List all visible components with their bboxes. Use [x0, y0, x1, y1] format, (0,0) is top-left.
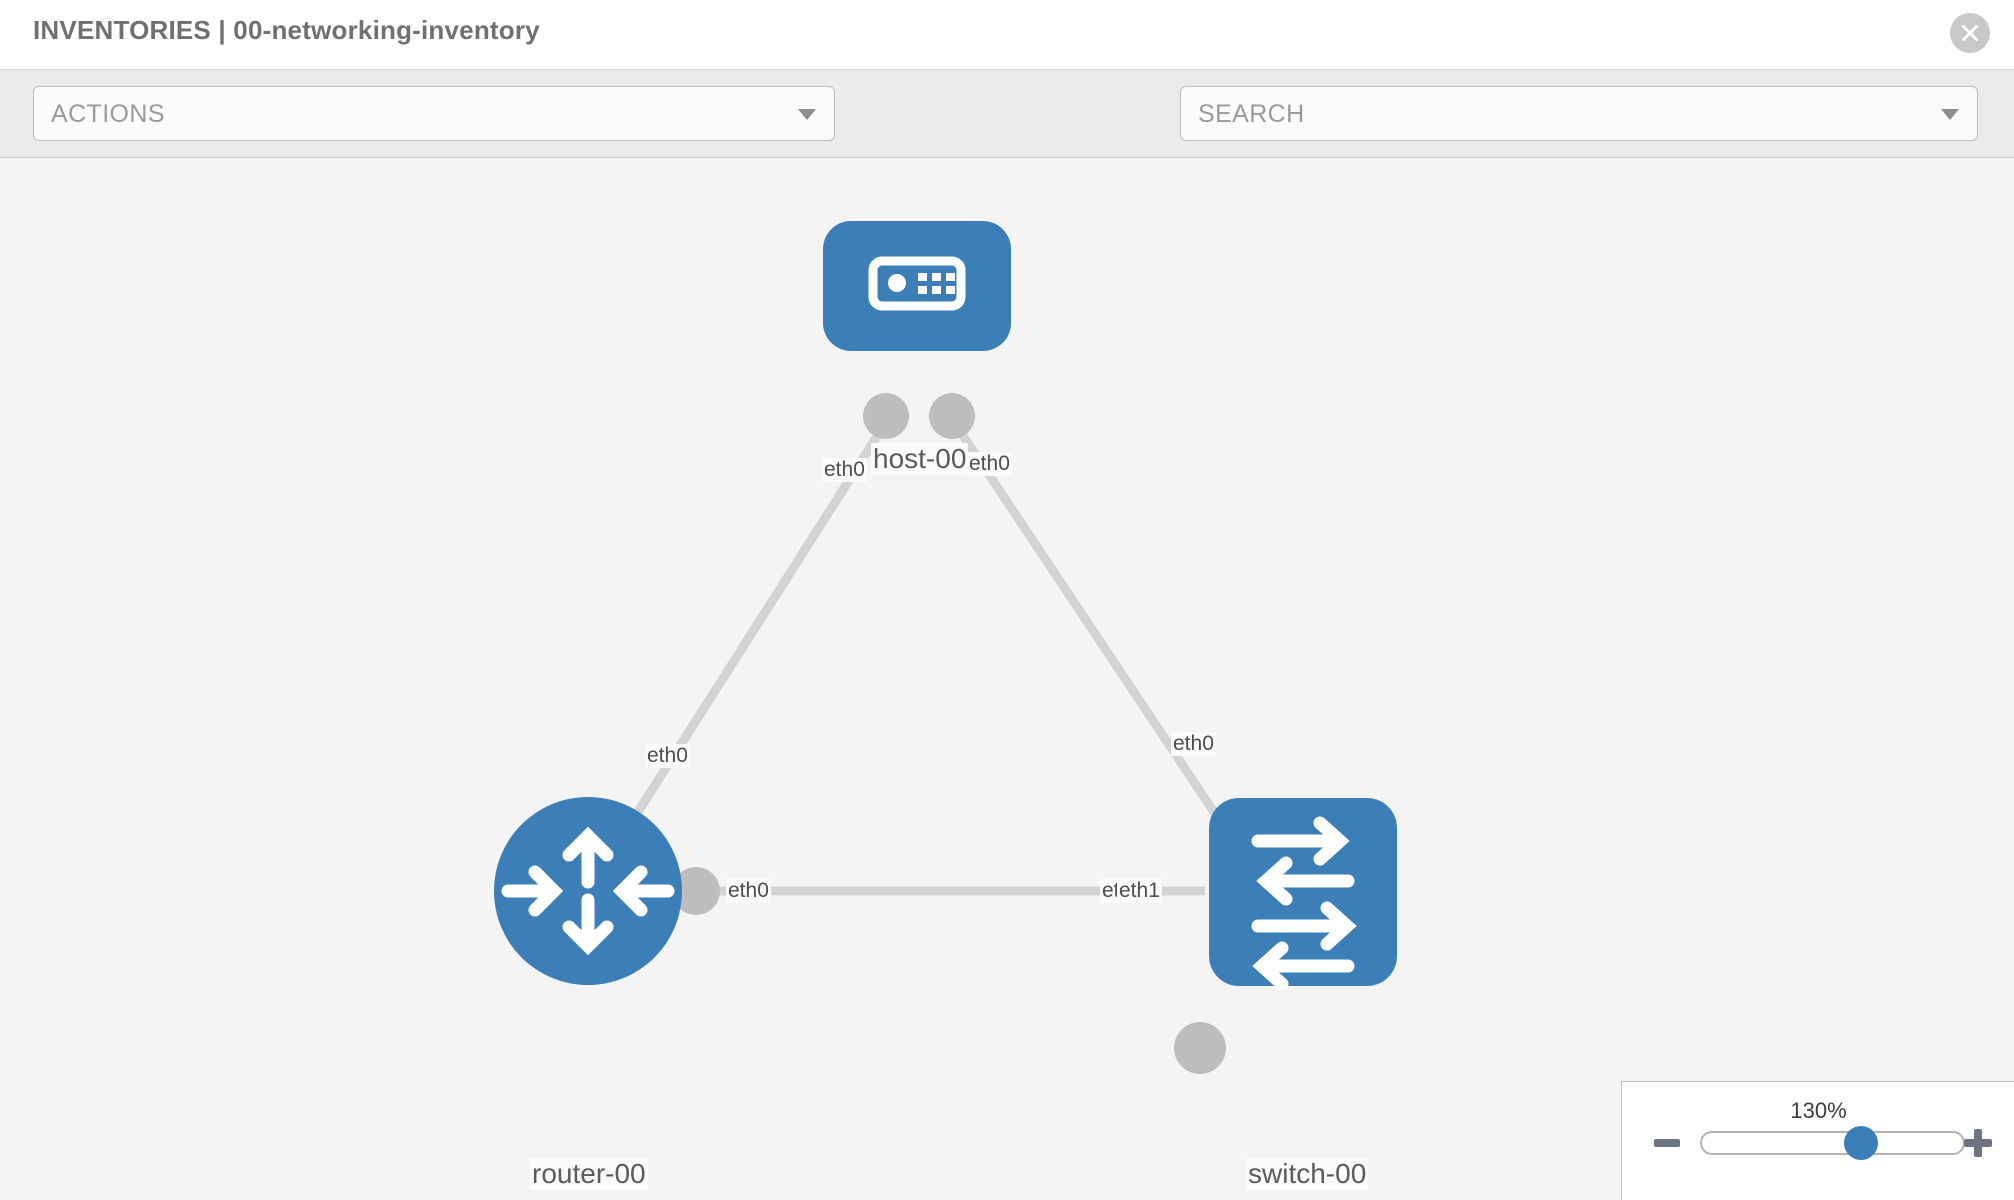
zoom-slider-track[interactable]: [1700, 1131, 1965, 1155]
node-label-switch-00[interactable]: switch-00: [1246, 1158, 1369, 1190]
zoom-out-button[interactable]: [1654, 1139, 1680, 1147]
zoom-slider-thumb[interactable]: [1844, 1126, 1878, 1160]
port-switch-left[interactable]: [1174, 1022, 1226, 1074]
iface-label-host-right: eth0: [967, 452, 1012, 476]
iface-label-router-up: eth0: [645, 744, 690, 768]
node-switch-00[interactable]: [1209, 798, 1397, 991]
switch-arrows-icon: [1251, 816, 1357, 991]
chevron-down-icon: [1941, 109, 1959, 120]
topology-graph: [494, 221, 1397, 1074]
chevron-down-icon: [798, 109, 816, 120]
node-label-host-00[interactable]: host-00: [871, 443, 969, 475]
node-label-router-00[interactable]: router-00: [530, 1158, 648, 1190]
actions-dropdown-label: ACTIONS: [51, 100, 165, 128]
close-icon[interactable]: [1950, 13, 1990, 53]
zoom-level-label: 130%: [1790, 1098, 1847, 1123]
port-host-right[interactable]: [929, 393, 975, 439]
actions-dropdown[interactable]: ACTIONS: [33, 86, 835, 141]
port-host-left[interactable]: [863, 393, 909, 439]
page-title: INVENTORIES | 00-networking-inventory: [33, 15, 540, 45]
zoom-in-button[interactable]: [1964, 1129, 1992, 1157]
topology-canvas[interactable]: host-00 router-00 switch-00 eth0 eth0 et…: [0, 158, 2014, 1200]
port-router-right[interactable]: [672, 867, 720, 915]
zoom-control-panel: 130%: [1621, 1081, 2014, 1200]
router-arrows-icon: [501, 826, 675, 956]
search-placeholder: SEARCH: [1198, 100, 1305, 128]
iface-label-switch-up: eth0: [1171, 732, 1216, 756]
server-icon: [868, 256, 966, 311]
node-host-00[interactable]: [823, 221, 1011, 351]
iface-label-host-left: eth0: [822, 458, 867, 482]
close-icon-glyph: [1961, 24, 1979, 42]
link-host-router[interactable]: [611, 413, 894, 851]
node-router-00[interactable]: [494, 797, 682, 985]
page-header: INVENTORIES | 00-networking-inventory: [0, 0, 2014, 70]
toolbar: ACTIONS SEARCH: [0, 70, 2014, 198]
iface-label-switch-left: eth1: [1117, 879, 1162, 903]
iface-label-router-right: eth0: [726, 879, 771, 903]
link-host-switch[interactable]: [946, 413, 1242, 851]
search-input[interactable]: SEARCH: [1180, 86, 1978, 141]
